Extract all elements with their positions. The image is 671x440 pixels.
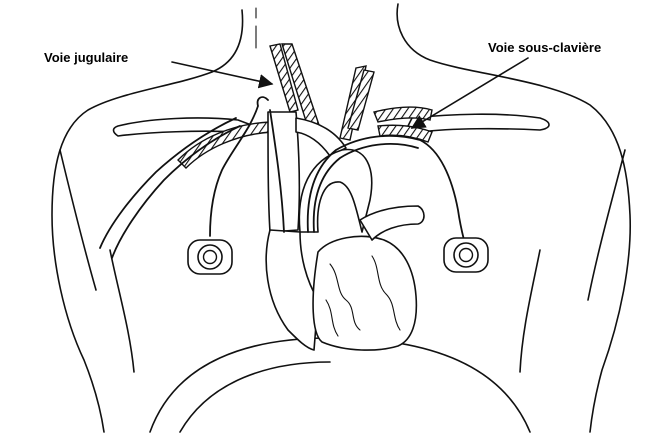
right-torso-outline — [396, 3, 632, 433]
left-implanted-port — [187, 239, 233, 275]
subclavian-route-label: Voie sous-clavière — [488, 40, 602, 55]
subclavian-catheter-line-2 — [312, 143, 419, 233]
left-arm-line — [59, 149, 97, 291]
diaphragm-inner — [179, 361, 331, 433]
right-arm-line — [587, 149, 626, 301]
superior-vena-cava — [267, 111, 301, 233]
subclavian-pointer-arrow — [410, 57, 529, 129]
brachiocephalic-trunk — [295, 117, 347, 157]
left-torso-outline — [51, 9, 244, 433]
left-jugular-vessel — [347, 69, 375, 131]
jugular-pointer-arrow — [171, 61, 274, 89]
right-subclavian-vessel — [373, 106, 433, 123]
heart-surface-vessels — [325, 255, 401, 337]
right-jugular-vessel — [269, 43, 299, 113]
left-armpit-line — [109, 249, 135, 373]
left-external-tubing-2 — [111, 125, 241, 259]
jugular-route-label: Voie jugulaire — [44, 50, 129, 65]
right-armpit-line — [519, 249, 541, 373]
left-clavicle — [112, 117, 255, 137]
right-implanted-port — [443, 237, 489, 273]
aortic-arch — [298, 148, 373, 233]
jugular-catheter — [209, 96, 269, 237]
pulmonary-trunk — [359, 205, 425, 241]
right-clavicle — [407, 113, 550, 133]
diaphragm — [149, 337, 531, 433]
jugular-catheter-internal — [269, 109, 285, 233]
subclavian-catheter — [306, 135, 465, 241]
right-atrium — [265, 229, 319, 351]
left-external-tubing — [99, 117, 237, 249]
heart — [312, 235, 418, 351]
